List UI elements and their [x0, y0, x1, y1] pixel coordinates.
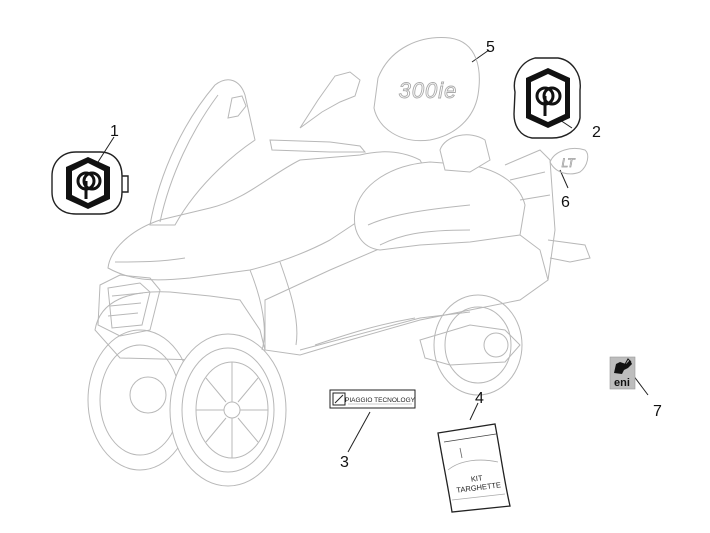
tech-plate-text: PIAGGIO TECNOLOGY: [345, 397, 416, 404]
kit-bag-line1: KIT: [470, 473, 483, 483]
lt-badge-text: LT: [561, 156, 576, 170]
callout-1: 1: [110, 123, 119, 140]
eni-text: eni: [614, 377, 630, 389]
piaggio-emblem-icon: [526, 68, 570, 128]
callout-3: 3: [340, 454, 349, 471]
front-emblem: [51, 151, 129, 215]
eni-sticker: eni: [609, 356, 636, 390]
callout-2: 2: [592, 124, 601, 141]
model-badge: 300ie: [373, 37, 480, 142]
piaggio-emblem-icon: [66, 157, 110, 209]
leader-lines: [97, 49, 649, 453]
six-legged-dog-icon: [614, 358, 632, 374]
callout-6: 6: [561, 194, 570, 211]
callout-labels: 1 2 3 4 5 6 7: [110, 39, 662, 471]
rear-emblem: [513, 57, 581, 139]
lt-badge: LT: [549, 148, 589, 175]
callout-4: 4: [475, 390, 484, 407]
callout-5: 5: [486, 39, 495, 56]
kit-bag: KIT TARGHETTE: [437, 423, 511, 513]
model-badge-text: 300ie: [399, 78, 458, 103]
scooter-outline: [87, 71, 591, 487]
callout-7: 7: [653, 403, 662, 420]
tech-plate: PIAGGIO TECNOLOGY: [329, 389, 416, 409]
